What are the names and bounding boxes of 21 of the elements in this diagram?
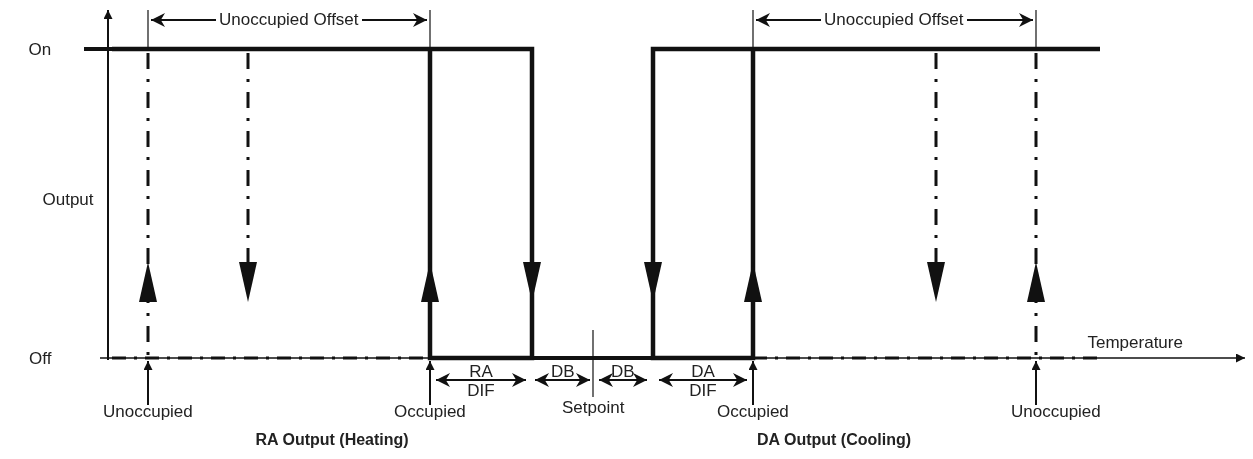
leader-arrow bbox=[1031, 360, 1041, 406]
setpoint-label: Setpoint bbox=[562, 398, 625, 417]
position-label: Unoccupied bbox=[1011, 402, 1101, 422]
dimension-label: DA DIF bbox=[688, 362, 718, 400]
leader-arrow bbox=[425, 360, 435, 406]
level-label: Off bbox=[29, 349, 52, 368]
output-title: RA Output (Heating) bbox=[255, 430, 409, 449]
dimension-label: Unoccupied Offset bbox=[216, 10, 362, 29]
dimension-label: DB bbox=[611, 362, 635, 381]
leader-arrow bbox=[748, 360, 758, 406]
dimension-label: RA DIF bbox=[466, 362, 496, 400]
level-label: On bbox=[28, 40, 52, 59]
axis-label: Temperature bbox=[1087, 333, 1183, 352]
leader-arrow bbox=[143, 360, 153, 406]
dimension-label: DB bbox=[551, 362, 575, 381]
position-label: Occupied bbox=[717, 402, 789, 422]
position-label: Occupied bbox=[394, 402, 466, 422]
position-label: Unoccupied bbox=[103, 402, 193, 422]
axis-label: Output bbox=[42, 190, 94, 209]
output-title: DA Output (Cooling) bbox=[757, 430, 912, 449]
dimension-label: Unoccupied Offset bbox=[821, 10, 967, 29]
